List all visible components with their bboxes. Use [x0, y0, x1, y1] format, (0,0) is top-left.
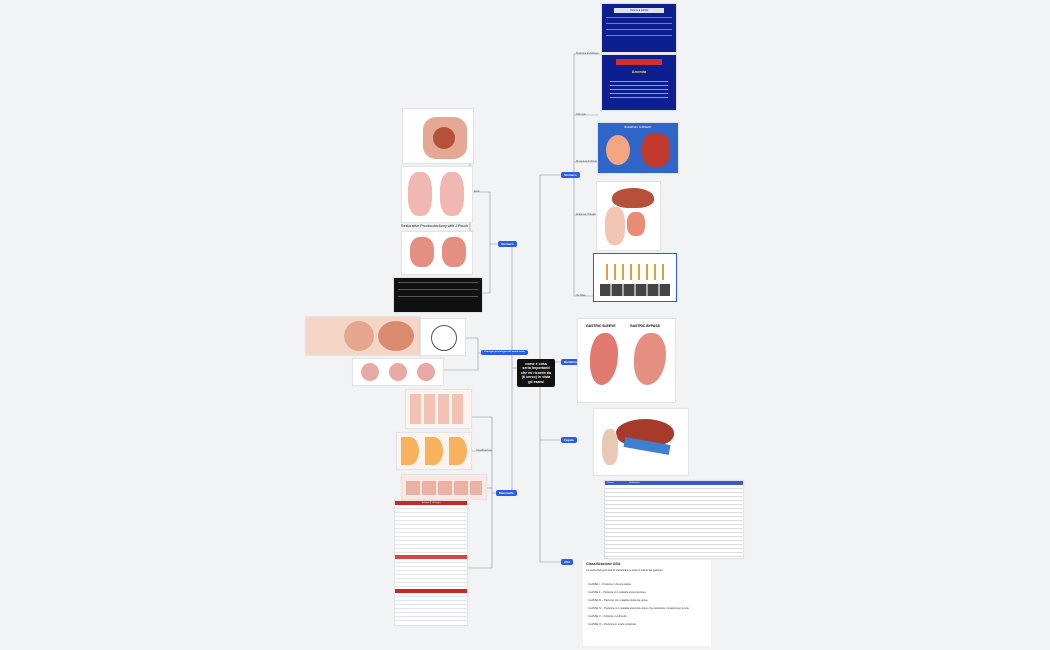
breast-procedure-image	[401, 474, 487, 500]
branch-fegato[interactable]: Fegato	[561, 437, 577, 443]
subnode-retto[interactable]: Retto	[474, 190, 480, 193]
proctology-image-1	[305, 316, 421, 356]
bluebox-yellow: Anemia	[631, 69, 647, 74]
breast-images-grid	[405, 389, 472, 429]
asa-item: CLASSE IV – Paziente con malattia sistem…	[588, 607, 690, 610]
bariatric-surgery-image: BARIATRIC SURGERY	[597, 122, 679, 174]
ileostomy-image	[401, 166, 473, 223]
asa-classification-card: Classificazione ASA La scala ASA permett…	[583, 560, 711, 646]
branch-bariatrica[interactable]: Bariatrica	[561, 359, 581, 365]
asa-item: CLASSE II – Paziente con malattia sistem…	[588, 591, 647, 594]
branch-asa[interactable]: ASA	[561, 559, 574, 565]
root-label: come e cosa serio importanti che mi rico…	[521, 362, 551, 384]
subnode-zollinger[interactable]: Sindrome di Zollinger	[576, 52, 599, 55]
branch-stomaco-right[interactable]: Stomaco	[561, 172, 580, 178]
anemia-slide: Anemia	[601, 54, 677, 111]
branch-stomaco-left[interactable]: Stomaco	[498, 241, 517, 247]
gastric-sleeve-bypass-image: GASTRIC SLEEVE GASTRIC BYPASS	[577, 318, 676, 403]
j-pouch-image	[401, 231, 473, 275]
pouch-caption: Restorative Proctocolectomy with J Pouch	[401, 224, 469, 228]
asa-item: CLASSE VI – Paziente in morte cerebrale.	[588, 623, 637, 626]
staging-table	[393, 277, 483, 313]
anatomy-image	[596, 181, 661, 251]
asa-item: CLASSE III – Paziente con malattia siste…	[588, 599, 649, 602]
breast-anatomy-image	[396, 432, 472, 470]
asa-table: Classe Definizione	[604, 480, 744, 559]
asa-intro: La scala ASA permette di classificare lo…	[586, 569, 664, 572]
asa-item: CLASSE I – Paziente in buona salute.	[588, 583, 632, 586]
asa-item: CLASSE V – Paziente moribondo.	[588, 615, 628, 618]
proctology-sketch	[420, 318, 466, 356]
subnode-classificazione[interactable]: Classificazione	[476, 449, 492, 452]
subnode-chirurgia[interactable]: Chirurgia	[576, 113, 586, 116]
subnode-procedure[interactable]: Procedure di chirurgia	[576, 160, 600, 163]
subnode-vie-biliari[interactable]: Vie biliari	[576, 294, 586, 297]
proctology-image-2	[352, 358, 444, 386]
root-node[interactable]: come e cosa serio importanti che mi rico…	[517, 359, 555, 388]
surgery-banner: Schemi di chirurgia	[395, 501, 467, 505]
asa-title: Classificazione ASA	[586, 562, 621, 566]
liver-image	[593, 408, 689, 476]
biliary-image	[593, 253, 677, 302]
bluebox-title: Cancro a cellule	[629, 9, 649, 12]
mammella-classification-table: Schemi di chirurgia	[394, 500, 468, 626]
branch-chirurgia-proctologica[interactable]: Chirurgia proctologica del canale anale	[481, 350, 528, 355]
colon-anatomy-image	[402, 108, 474, 164]
zollinger-slide: Cancro a cellule	[601, 3, 677, 53]
subnode-anatomia[interactable]: Anatomia chirurgica	[576, 213, 598, 216]
branch-mammella[interactable]: Mammella	[496, 490, 517, 496]
